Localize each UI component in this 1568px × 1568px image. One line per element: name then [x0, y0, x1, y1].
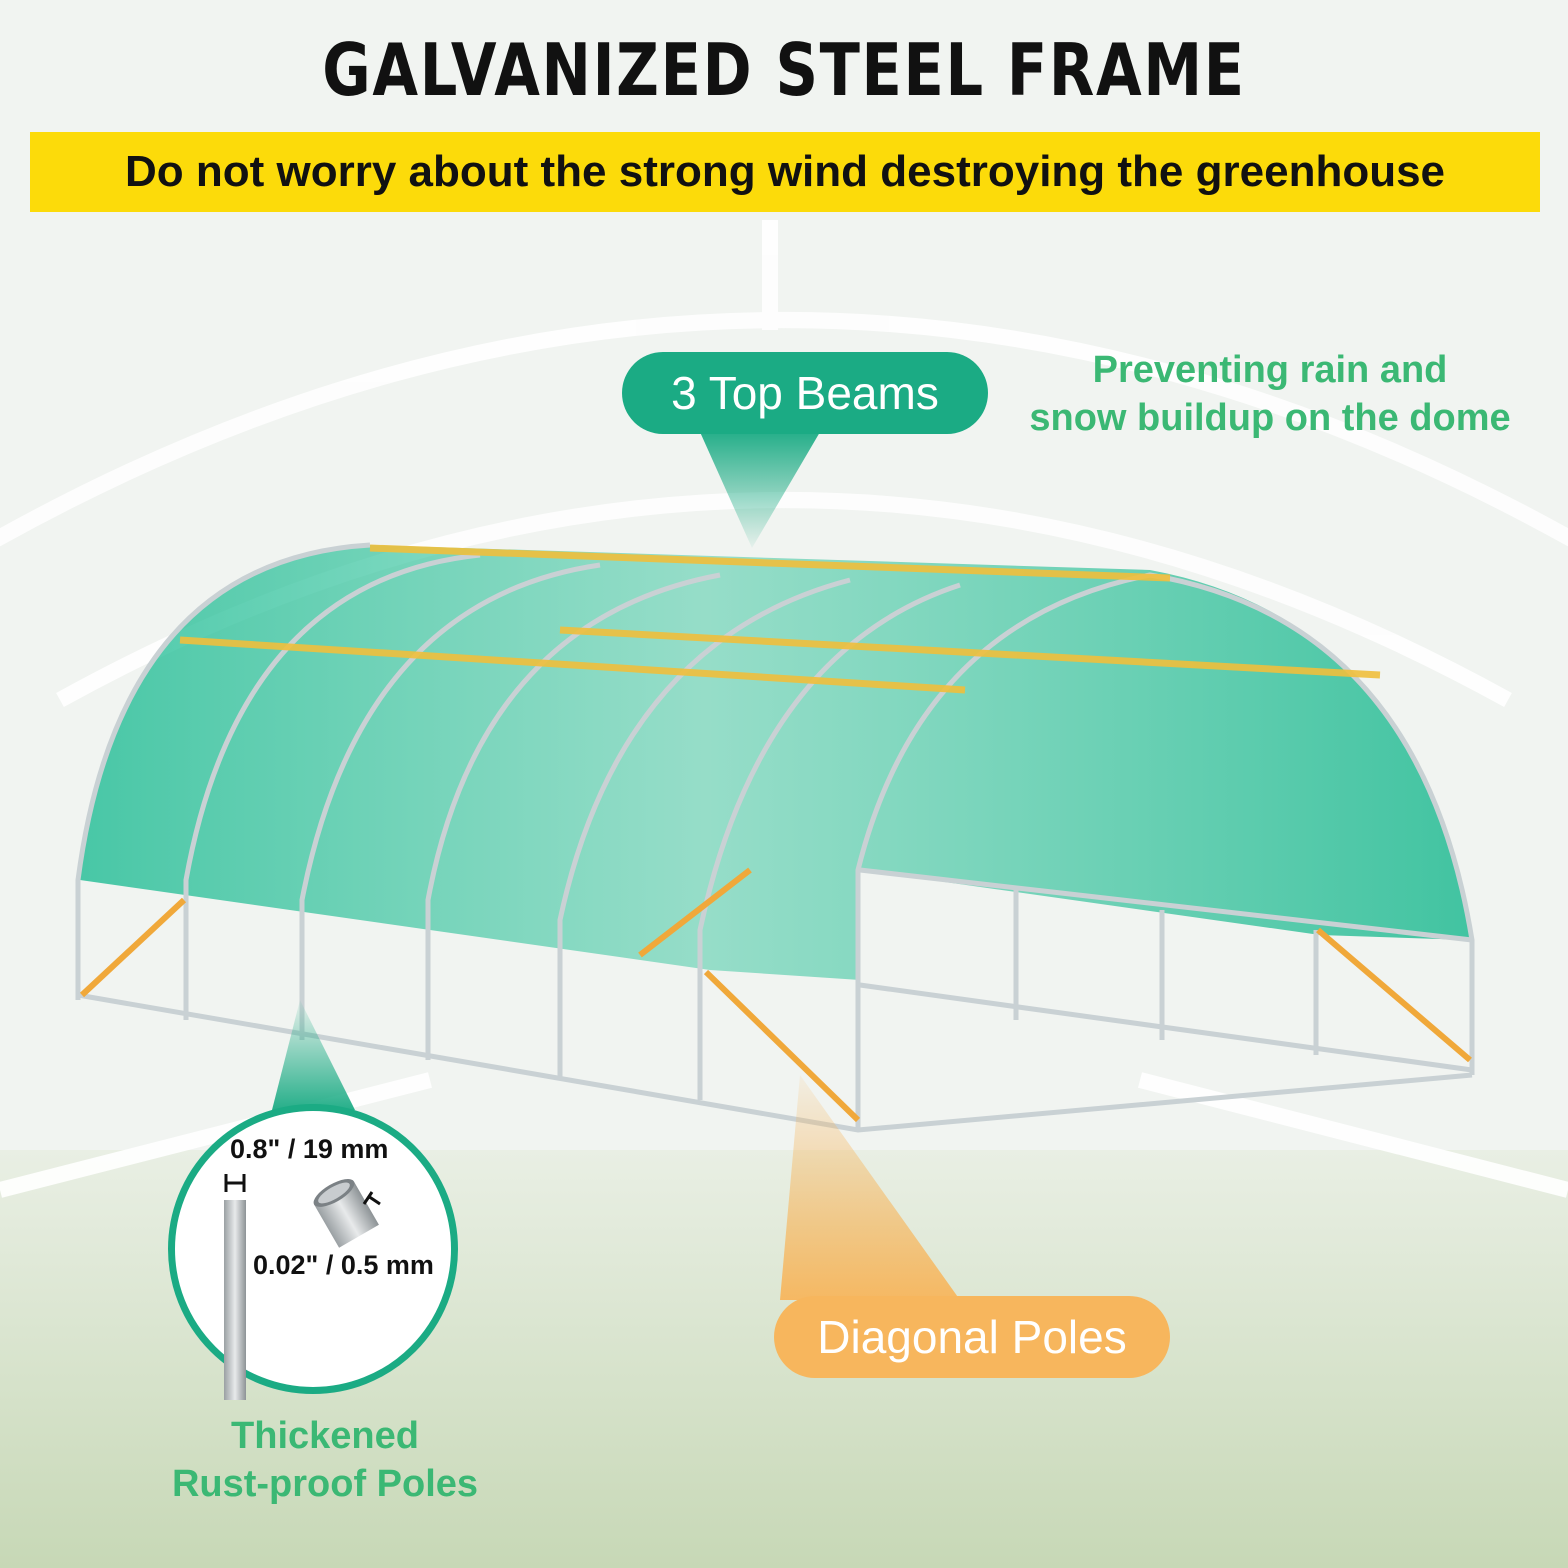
- banner-text: Do not worry about the strong wind destr…: [124, 147, 1446, 196]
- pole-detail-inset: [168, 1104, 458, 1394]
- page-title: GALVANIZED STEEL FRAME: [322, 28, 1246, 112]
- top-beams-note-line-1: Preventing rain and: [1092, 349, 1448, 391]
- diagonal-poles-label: Diagonal Poles: [817, 1311, 1127, 1363]
- top-beams-note-line-2: snow buildup on the dome: [1029, 397, 1511, 439]
- pole-feature-note: Thickened Rust-proof Poles: [130, 1412, 520, 1508]
- pole-feature-line-2: Rust-proof Poles: [171, 1463, 479, 1505]
- top-beams-callout: 3 Top Beams: [622, 352, 988, 434]
- wall-thickness-label: 0.02" / 0.5 mm: [253, 1250, 434, 1280]
- top-beams-label: 3 Top Beams: [671, 367, 939, 419]
- pole-diameter-label: 0.8" / 19 mm: [230, 1134, 389, 1164]
- headline-banner: Do not worry about the strong wind destr…: [30, 132, 1540, 212]
- diagonal-poles-callout: Diagonal Poles: [774, 1296, 1170, 1378]
- top-beams-note: Preventing rain and snow buildup on the …: [1000, 346, 1540, 442]
- pole-feature-line-1: Thickened: [231, 1415, 419, 1457]
